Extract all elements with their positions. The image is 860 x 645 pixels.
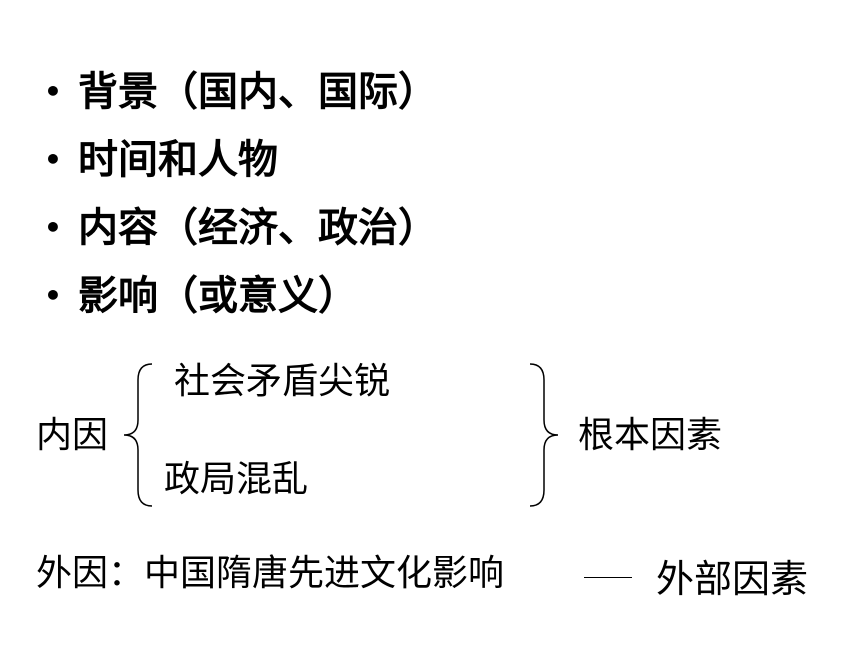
- connector-dash: [584, 577, 632, 578]
- bullet-text: 内容（经济、政治）: [78, 205, 438, 251]
- left-brace-icon: [123, 363, 153, 507]
- bullet-list: • 背景（国内、国际） • 时间和人物 • 内容（经济、政治） • 影响（或意义）: [44, 58, 438, 330]
- bullet-text: 时间和人物: [78, 137, 278, 183]
- external-conclusion: 外部因素: [656, 557, 809, 601]
- right-brace-icon: [529, 363, 559, 507]
- internal-cause-item: 社会矛盾尖锐: [174, 361, 391, 402]
- bullet-item-impact: • 影响（或意义）: [44, 262, 438, 330]
- bullet-dot: •: [44, 143, 62, 176]
- external-cause-label: 外因：中国隋唐先进文化影响: [36, 553, 505, 594]
- bullet-dot: •: [44, 279, 62, 312]
- bullet-dot: •: [44, 211, 62, 244]
- internal-cause-label: 内因: [36, 415, 109, 456]
- bullet-item-time-people: • 时间和人物: [44, 126, 438, 194]
- bullet-dot: •: [44, 75, 62, 108]
- bullet-item-background: • 背景（国内、国际）: [44, 58, 438, 126]
- internal-cause-item: 政局混乱: [164, 459, 309, 500]
- bullet-item-content: • 内容（经济、政治）: [44, 194, 438, 262]
- internal-conclusion: 根本因素: [578, 415, 723, 456]
- bullet-text: 影响（或意义）: [78, 273, 358, 319]
- bullet-text: 背景（国内、国际）: [78, 69, 438, 115]
